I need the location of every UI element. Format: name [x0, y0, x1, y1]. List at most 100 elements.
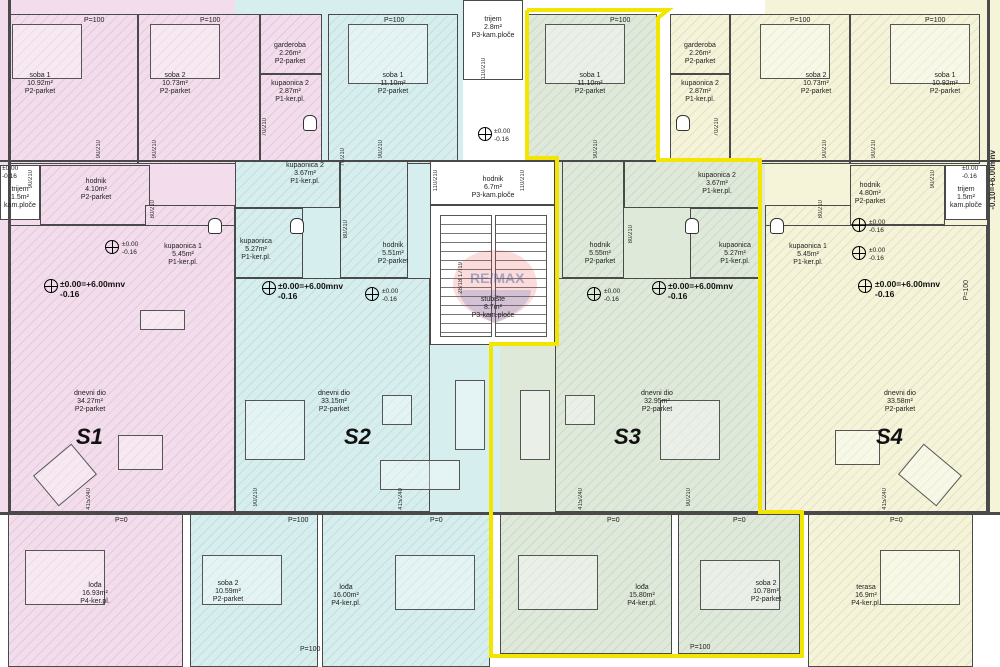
- door-dim: 90/210: [152, 140, 158, 159]
- level-marker-icon: [262, 281, 276, 295]
- room-floor: P2-parket: [884, 406, 916, 413]
- toilet-s1-kupaonica2: [303, 115, 317, 131]
- level-small-sub: -0.16: [962, 173, 977, 180]
- room-s4-trijem: [945, 165, 987, 220]
- room-area: 16.00m²: [333, 592, 359, 599]
- bed-s2-soba1: [348, 24, 428, 84]
- toilet-s2-kupaonica: [290, 218, 304, 234]
- toilet-s1-kupaonica1: [208, 218, 222, 234]
- room-s2-soba2: [190, 514, 318, 667]
- p-label: P=0: [607, 517, 620, 524]
- room-area: 8.7m²: [484, 304, 502, 311]
- room-name: kupaonica 1: [789, 243, 827, 250]
- room-area: 5.45m²: [797, 251, 819, 258]
- room-floor: P2-parket: [212, 596, 244, 603]
- unit-label-s1: S1: [76, 424, 103, 449]
- room-area: 16.9m²: [855, 592, 877, 599]
- p-label: P=100: [925, 17, 946, 24]
- door-dim: 90/210: [822, 140, 828, 159]
- room-area: 1.5m²: [11, 194, 29, 201]
- room-floor: P4-ker.pl.: [80, 598, 110, 605]
- wall-east: [987, 0, 990, 512]
- room-name: soba 2: [164, 72, 186, 79]
- room-s1-lodja: [8, 514, 183, 667]
- p-label: P=0: [430, 517, 443, 524]
- room-name: garderoba: [274, 42, 306, 49]
- stair-flight-left: [440, 215, 492, 337]
- room-floor: P2-parket: [377, 258, 409, 265]
- room-s3-lodja: [500, 514, 672, 654]
- door-dim: 415/240: [398, 488, 404, 510]
- toilet-s3-kupaonica: [685, 218, 699, 234]
- p-label: P=100: [384, 17, 405, 24]
- room-name: dnevni dio: [74, 390, 106, 397]
- level-marker-icon: [105, 240, 119, 254]
- room-area: 10.92m²: [27, 80, 53, 87]
- p-label: P=0: [890, 517, 903, 524]
- room-s4-terasa: [808, 514, 973, 667]
- unit-label-s3: S3: [614, 424, 641, 449]
- room-s2-kupaonica2: [235, 160, 340, 208]
- table-s4: [835, 430, 880, 465]
- door-dim: 415/240: [86, 488, 92, 510]
- bed-s1-soba1: [12, 24, 82, 79]
- level-small-sub: -0.16: [604, 296, 619, 303]
- door-dim: 80/210: [818, 200, 824, 219]
- wall-south: [0, 512, 1000, 515]
- room-area: 2.26m²: [689, 50, 711, 57]
- level-main: ±0.00=+6.00mnv: [278, 281, 344, 291]
- p-label: P=100: [690, 644, 711, 651]
- level-small-sub: -0.16: [869, 227, 884, 234]
- room-name: hodnik: [589, 242, 611, 249]
- room-area: 15.80m²: [629, 592, 655, 599]
- door-dim: 90/210: [253, 488, 259, 507]
- room-name: stubište: [480, 296, 506, 303]
- room-name: soba 1: [382, 72, 404, 79]
- room-area: 5.45m²: [172, 251, 194, 258]
- room-floor: P2-parket: [854, 198, 886, 205]
- bed-s4-soba2: [760, 24, 830, 79]
- room-s4-dnevni: [765, 225, 987, 512]
- dining-s3: [660, 400, 720, 460]
- room-floor: P2-parket: [929, 88, 961, 95]
- level-small: ±0.00: [869, 247, 886, 254]
- p-label: P=0: [115, 517, 128, 524]
- room-area: 33.15m²: [321, 398, 347, 405]
- door-dim: 90/210: [378, 140, 384, 159]
- room-floor: P1-ker.pl.: [275, 96, 305, 103]
- room-s2-soba1: [328, 14, 458, 164]
- room-area: 2.8m²: [484, 24, 502, 31]
- level-marker-icon: [852, 246, 866, 260]
- p-label: P=100: [84, 17, 105, 24]
- level-small-sub: -0.16: [494, 136, 509, 143]
- room-area: 34.27m²: [77, 398, 103, 405]
- bed-s1-soba2: [150, 24, 220, 79]
- room-area: 5.55m²: [589, 250, 611, 257]
- room-name: kupaonica 1: [164, 243, 202, 250]
- level-small: ±0.00: [962, 165, 979, 172]
- room-floor: P2-parket: [274, 58, 306, 65]
- p-label-vertical: P=100: [963, 280, 970, 301]
- room-floor: P4-ker.pl.: [851, 600, 881, 607]
- room-area: 10.78m²: [753, 588, 779, 595]
- unit-label-s4: S4: [876, 424, 903, 449]
- table-s2: [382, 395, 412, 425]
- room-name: lođa: [339, 584, 353, 591]
- room-name: trijem: [957, 186, 975, 193]
